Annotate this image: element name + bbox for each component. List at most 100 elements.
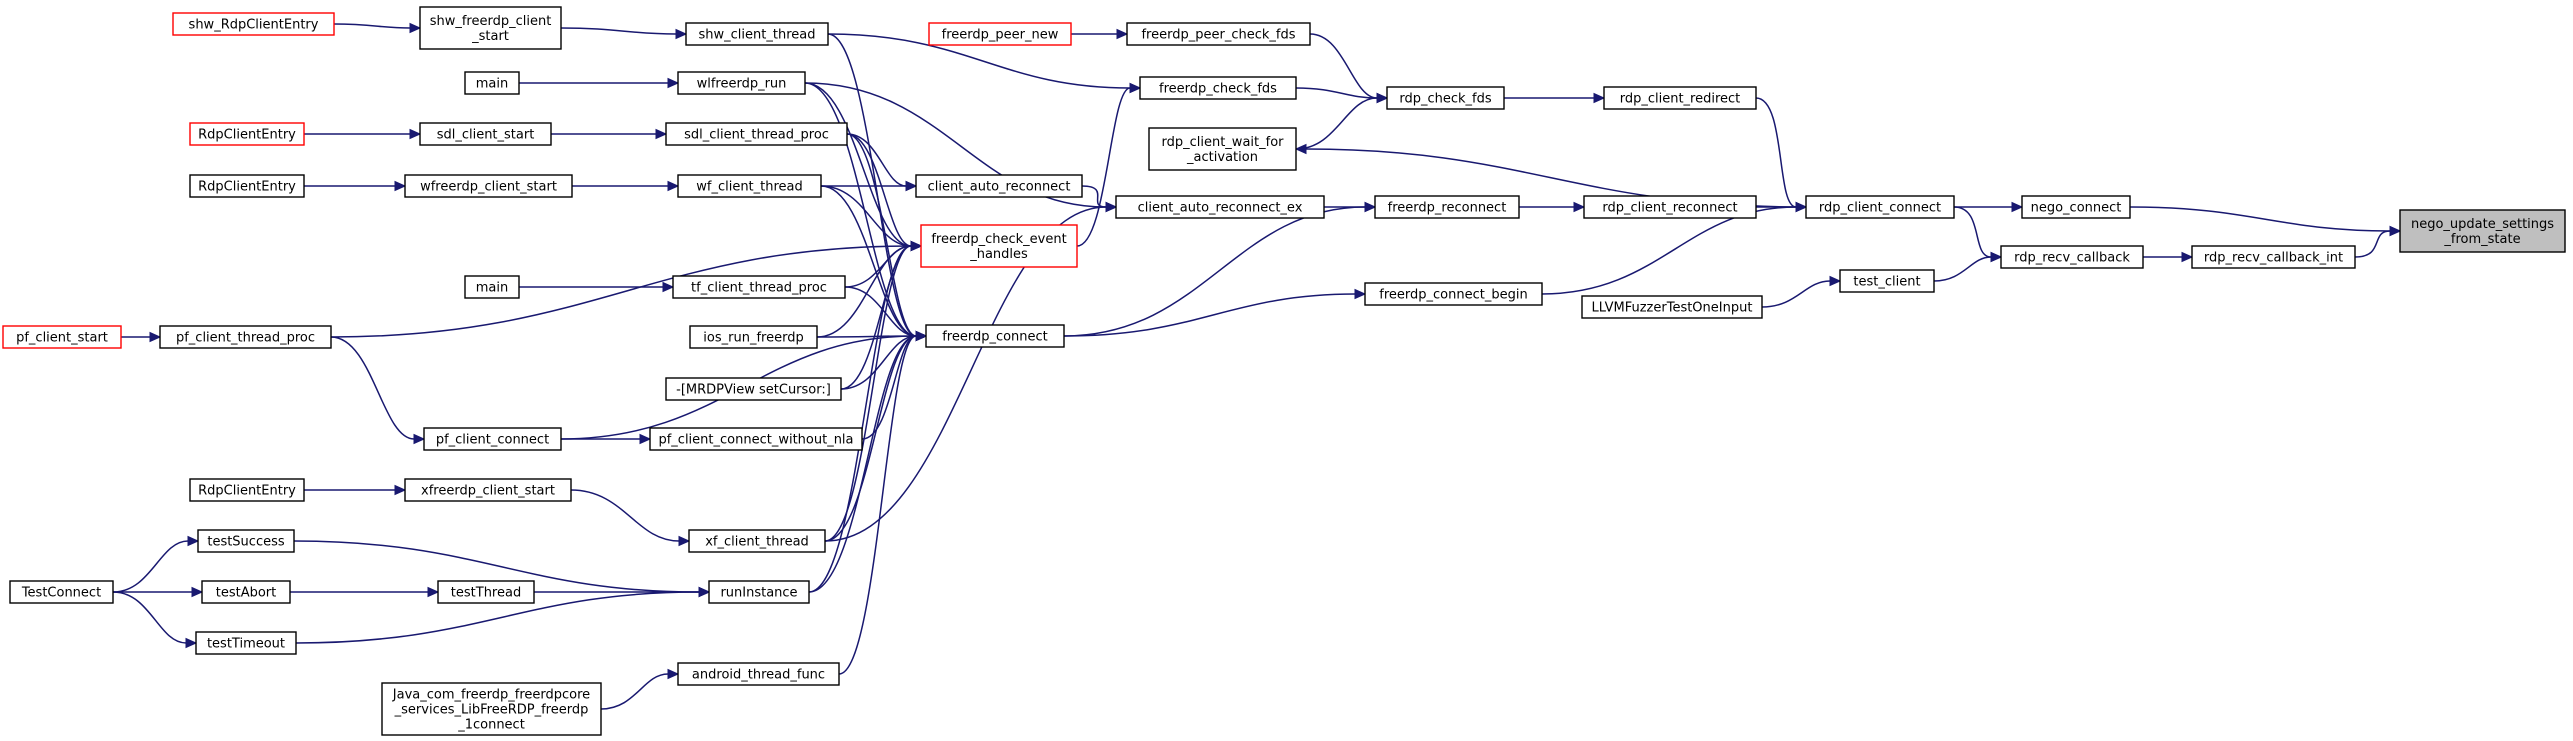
node-main-tf[interactable]: main bbox=[464, 275, 520, 299]
node-label: freerdp_peer_new bbox=[942, 28, 1059, 43]
node-test-client[interactable]: test_client bbox=[1839, 269, 1935, 293]
node-box bbox=[689, 325, 818, 349]
node-shw-rdp-client-entry[interactable]: shw_RdpClientEntry bbox=[172, 12, 335, 36]
edge-wf-client-thread-to-freerdp-check-event-handles bbox=[820, 185, 912, 247]
node-box bbox=[437, 580, 535, 604]
node-sdl-client-start[interactable]: sdl_client_start bbox=[419, 122, 552, 146]
node-rdp-client-reconnect[interactable]: rdp_client_reconnect bbox=[1583, 195, 1757, 219]
node-label: pf_client_connect bbox=[436, 433, 549, 448]
node-box bbox=[172, 12, 335, 36]
node-sdl-client-thread-proc[interactable]: sdl_client_thread_proc bbox=[665, 122, 848, 146]
node-label: nego_connect bbox=[2031, 201, 2122, 216]
node-label: freerdp_peer_check_fds bbox=[1141, 28, 1295, 43]
node-shw-freerdp-client-start[interactable]: shw_freerdp_client_start bbox=[419, 6, 562, 50]
edge-shw-rdp-client-entry-to-shw-freerdp-client-start bbox=[333, 23, 411, 29]
node-wlfreerdp-run[interactable]: wlfreerdp_run bbox=[677, 71, 806, 95]
node-test-abort[interactable]: testAbort bbox=[201, 580, 291, 604]
node-freerdp-check-event-handles[interactable]: freerdp_check_event_handles bbox=[920, 224, 1078, 268]
edge-java-com-freerdp-to-android-thread-func bbox=[600, 673, 669, 710]
node-wfreerdp-client-start[interactable]: wfreerdp_client_start bbox=[404, 174, 573, 198]
node-rdp-client-wait-for-activation[interactable]: rdp_client_wait_for_activation bbox=[1148, 127, 1297, 171]
node-pf-client-connect[interactable]: pf_client_connect bbox=[423, 427, 562, 451]
node-rdp-client-entry-wf[interactable]: RdpClientEntry bbox=[189, 174, 305, 198]
node-rdp-recv-callback[interactable]: rdp_recv_callback bbox=[2000, 245, 2144, 269]
node-label: testThread bbox=[451, 586, 521, 601]
node-box bbox=[201, 580, 291, 604]
node-label: xfreerdp_client_start bbox=[421, 484, 555, 499]
arrow-head bbox=[667, 668, 680, 680]
node-rdp-client-entry-sdl[interactable]: RdpClientEntry bbox=[189, 122, 305, 146]
node-freerdp-reconnect[interactable]: freerdp_reconnect bbox=[1374, 195, 1520, 219]
node-label: testSuccess bbox=[207, 535, 285, 550]
node-label: wf_client_thread bbox=[696, 180, 803, 195]
arrow-head bbox=[639, 433, 652, 445]
node-freerdp-connect-begin[interactable]: freerdp_connect_begin bbox=[1364, 282, 1543, 306]
edge-freerdp-peer-check-fds-to-rdp-check-fds bbox=[1309, 33, 1378, 99]
node-test-connect[interactable]: TestConnect bbox=[9, 580, 114, 604]
node-mrdpview-set-cursor[interactable]: -[MRDPView setCursor:] bbox=[665, 377, 842, 401]
node-client-auto-reconnect[interactable]: client_auto_reconnect bbox=[915, 174, 1083, 198]
arrow-head bbox=[394, 180, 407, 192]
node-nego-connect[interactable]: nego_connect bbox=[2021, 195, 2131, 219]
node-test-success[interactable]: testSuccess bbox=[197, 529, 295, 553]
edge-test-connect-to-test-success bbox=[112, 540, 189, 593]
node-llvmfuzzer-test-one-input[interactable]: LLVMFuzzerTestOneInput bbox=[1581, 295, 1763, 319]
node-test-thread[interactable]: testThread bbox=[437, 580, 535, 604]
node-box bbox=[649, 427, 863, 451]
node-box bbox=[915, 174, 1083, 198]
node-box bbox=[665, 377, 842, 401]
node-java-com-freerdp[interactable]: Java_com_freerdp_freerdpcore_services_Li… bbox=[381, 682, 602, 736]
node-xf-client-thread[interactable]: xf_client_thread bbox=[688, 529, 826, 553]
node-rdp-client-entry-xf[interactable]: RdpClientEntry bbox=[189, 478, 305, 502]
node-label: ios_run_freerdp bbox=[703, 331, 803, 346]
node-freerdp-check-fds[interactable]: freerdp_check_fds bbox=[1139, 76, 1297, 100]
node-label: testAbort bbox=[216, 586, 277, 601]
edge-run-instance-to-freerdp-check-event-handles bbox=[808, 245, 912, 593]
node-box bbox=[9, 580, 114, 604]
node-box bbox=[920, 224, 1078, 268]
arrow-head bbox=[662, 281, 675, 293]
node-rdp-client-connect[interactable]: rdp_client_connect bbox=[1805, 195, 1955, 219]
node-rdp-check-fds[interactable]: rdp_check_fds bbox=[1386, 86, 1505, 110]
node-nego-update-settings-from-state[interactable]: nego_update_settings_from_state bbox=[2399, 209, 2566, 253]
node-label: RdpClientEntry bbox=[198, 128, 296, 143]
edge-pf-client-thread-proc-to-freerdp-check-event-handles bbox=[330, 245, 912, 338]
node-shw-client-thread[interactable]: shw_client_thread bbox=[685, 22, 829, 46]
node-freerdp-connect[interactable]: freerdp_connect bbox=[925, 324, 1065, 348]
node-label: main bbox=[476, 77, 508, 92]
node-box bbox=[677, 71, 806, 95]
node-ios-run-freerdp[interactable]: ios_run_freerdp bbox=[689, 325, 818, 349]
edge-freerdp-connect-to-freerdp-connect-begin bbox=[1063, 293, 1356, 337]
node-freerdp-peer-new[interactable]: freerdp_peer_new bbox=[928, 22, 1072, 46]
node-label: rdp_recv_callback_int bbox=[2204, 251, 2343, 266]
node-box bbox=[677, 662, 840, 686]
node-label: runInstance bbox=[720, 586, 797, 601]
edge-test-client-to-rdp-recv-callback bbox=[1933, 256, 1992, 282]
node-pf-client-start[interactable]: pf_client_start bbox=[2, 325, 122, 349]
node-tf-client-thread-proc[interactable]: tf_client_thread_proc bbox=[672, 275, 846, 299]
node-label: android_thread_func bbox=[692, 668, 825, 683]
node-label: _1connect bbox=[457, 718, 525, 733]
node-xfreerdp-client-start[interactable]: xfreerdp_client_start bbox=[404, 478, 572, 502]
edge-sdl-client-thread-proc-to-client-auto-reconnect bbox=[846, 133, 907, 187]
node-client-auto-reconnect-ex[interactable]: client_auto_reconnect_ex bbox=[1115, 195, 1325, 219]
edge-test-connect-to-test-timeout bbox=[112, 591, 187, 644]
node-label: _activation bbox=[1186, 150, 1258, 165]
node-android-thread-func[interactable]: android_thread_func bbox=[677, 662, 840, 686]
node-pf-client-thread-proc[interactable]: pf_client_thread_proc bbox=[159, 325, 332, 349]
node-label: client_auto_reconnect bbox=[928, 180, 1071, 195]
node-pf-client-connect-without-nla[interactable]: pf_client_connect_without_nla bbox=[649, 427, 863, 451]
node-box bbox=[2000, 245, 2144, 269]
node-main-wl[interactable]: main bbox=[464, 71, 520, 95]
node-rdp-recv-callback-int[interactable]: rdp_recv_callback_int bbox=[2191, 245, 2356, 269]
node-wf-client-thread[interactable]: wf_client_thread bbox=[677, 174, 822, 198]
arrow-head bbox=[187, 535, 200, 547]
node-label: client_auto_reconnect_ex bbox=[1138, 201, 1303, 216]
node-freerdp-peer-check-fds[interactable]: freerdp_peer_check_fds bbox=[1126, 22, 1311, 46]
node-run-instance[interactable]: runInstance bbox=[708, 580, 810, 604]
node-rdp-client-redirect[interactable]: rdp_client_redirect bbox=[1603, 86, 1757, 110]
edge-shw-freerdp-client-start-to-shw-client-thread bbox=[560, 27, 677, 35]
node-test-timeout[interactable]: testTimeout bbox=[195, 631, 297, 655]
node-label: RdpClientEntry bbox=[198, 180, 296, 195]
